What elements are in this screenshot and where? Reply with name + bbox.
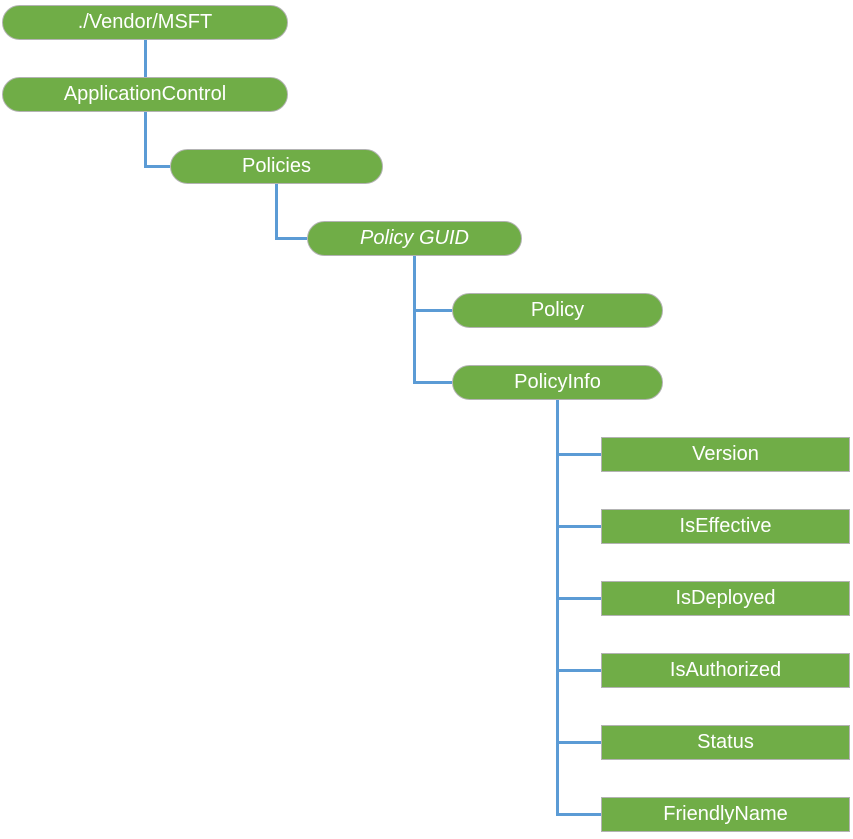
node-isdeployed: IsDeployed	[601, 581, 850, 616]
connector-policyinfo-iseffective-h	[556, 525, 601, 528]
node-status: Status	[601, 725, 850, 760]
connector-policyguid-policyinfo-h	[413, 381, 452, 384]
connector-applicationcontrol-policies-v	[143, 112, 147, 168]
node-policyinfo: PolicyInfo	[452, 365, 663, 400]
connector-applicationcontrol-policies-h	[143, 165, 170, 168]
connector-vendor-applicationcontrol-v	[143, 40, 147, 77]
node-policy: Policy	[452, 293, 663, 328]
node-applicationcontrol: ApplicationControl	[2, 77, 288, 112]
connector-policyguid-trunk-v	[413, 256, 416, 384]
node-policies: Policies	[170, 149, 383, 184]
node-version: Version	[601, 437, 850, 472]
connector-policyinfo-isauthorized-h	[556, 669, 601, 672]
node-policy-guid: Policy GUID	[307, 221, 522, 256]
node-isauthorized: IsAuthorized	[601, 653, 850, 688]
connector-policies-policyguid-h	[275, 237, 307, 240]
connector-policyinfo-trunk-v	[556, 400, 559, 816]
node-iseffective: IsEffective	[601, 509, 850, 544]
connector-policyinfo-version-h	[556, 453, 601, 456]
connector-policyguid-policy-h	[413, 309, 452, 312]
connector-policyinfo-friendlyname-h	[556, 813, 601, 816]
connector-policyinfo-status-h	[556, 741, 601, 744]
connector-policies-policyguid-v	[275, 184, 278, 240]
connector-policyinfo-isdeployed-h	[556, 597, 601, 600]
node-vendor-msft: ./Vendor/MSFT	[2, 5, 288, 40]
node-friendlyname: FriendlyName	[601, 797, 850, 832]
